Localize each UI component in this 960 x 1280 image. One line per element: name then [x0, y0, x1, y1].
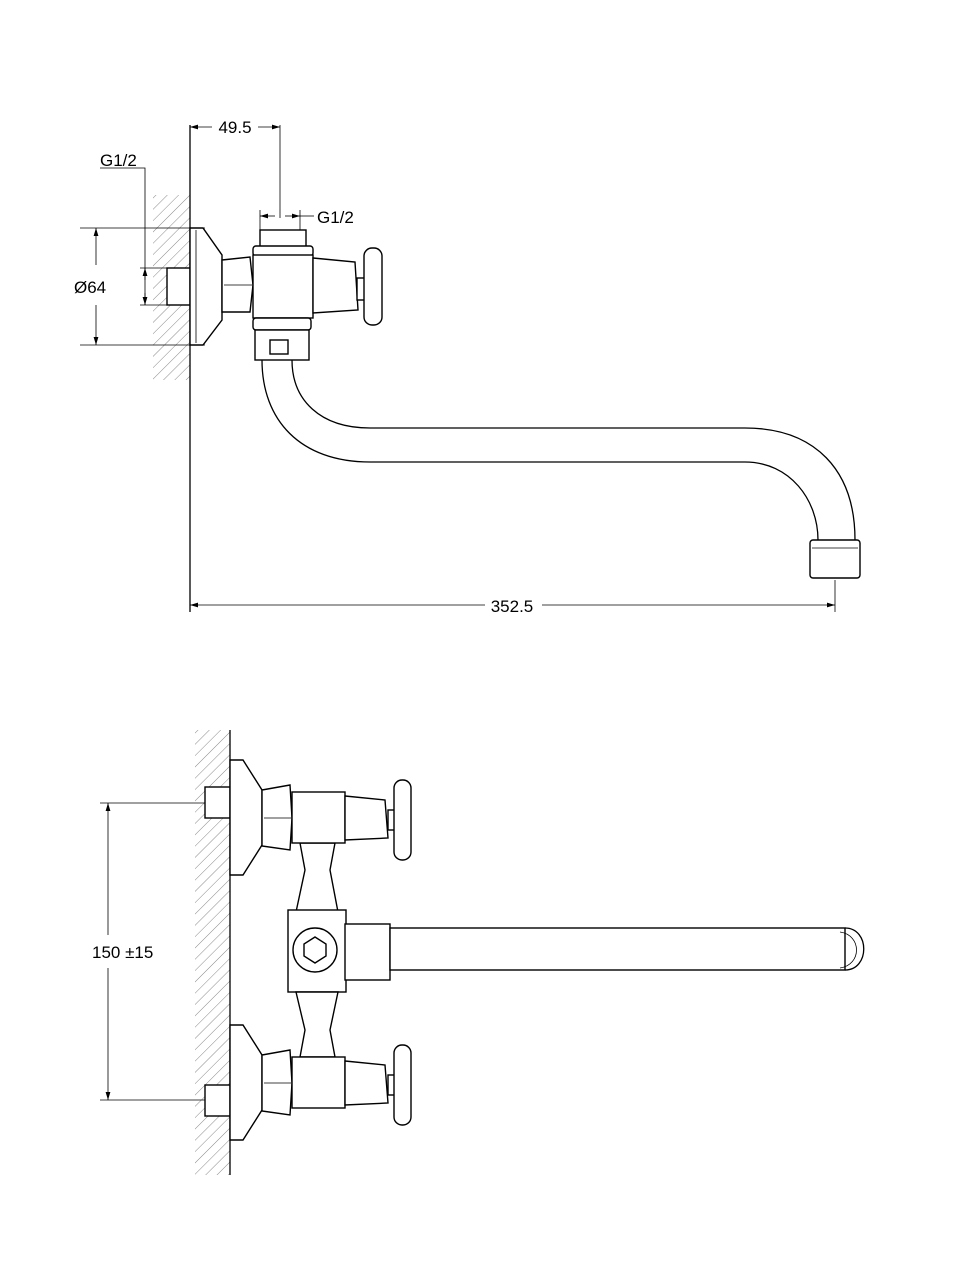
lower-handle-wheel — [393, 1044, 412, 1126]
dim-352-5: 352.5 — [491, 597, 534, 616]
side-view: 49.5 G1/2 G1/2 Ø64 — [74, 118, 861, 616]
thread-label-inlet: G1/2 — [100, 151, 137, 170]
upper-flange — [229, 759, 263, 876]
inlet-stub — [166, 267, 191, 306]
front-view: 150 ±15 — [92, 730, 865, 1175]
aerator — [809, 539, 861, 579]
dim-150: 150 ±15 — [92, 943, 153, 962]
dim-49-5: 49.5 — [218, 118, 251, 137]
handle-wheel — [363, 247, 383, 326]
lower-flange — [229, 1024, 263, 1141]
handle-cylinder — [312, 257, 359, 314]
wall-flange — [189, 227, 223, 346]
upper-handle-wheel — [393, 779, 412, 861]
diameter-label: Ø64 — [74, 278, 106, 297]
spout — [261, 359, 819, 541]
thread-label-outlet: G1/2 — [317, 208, 354, 227]
valve-body — [252, 254, 314, 319]
hex-nut — [221, 256, 254, 313]
spout-front — [389, 927, 846, 971]
